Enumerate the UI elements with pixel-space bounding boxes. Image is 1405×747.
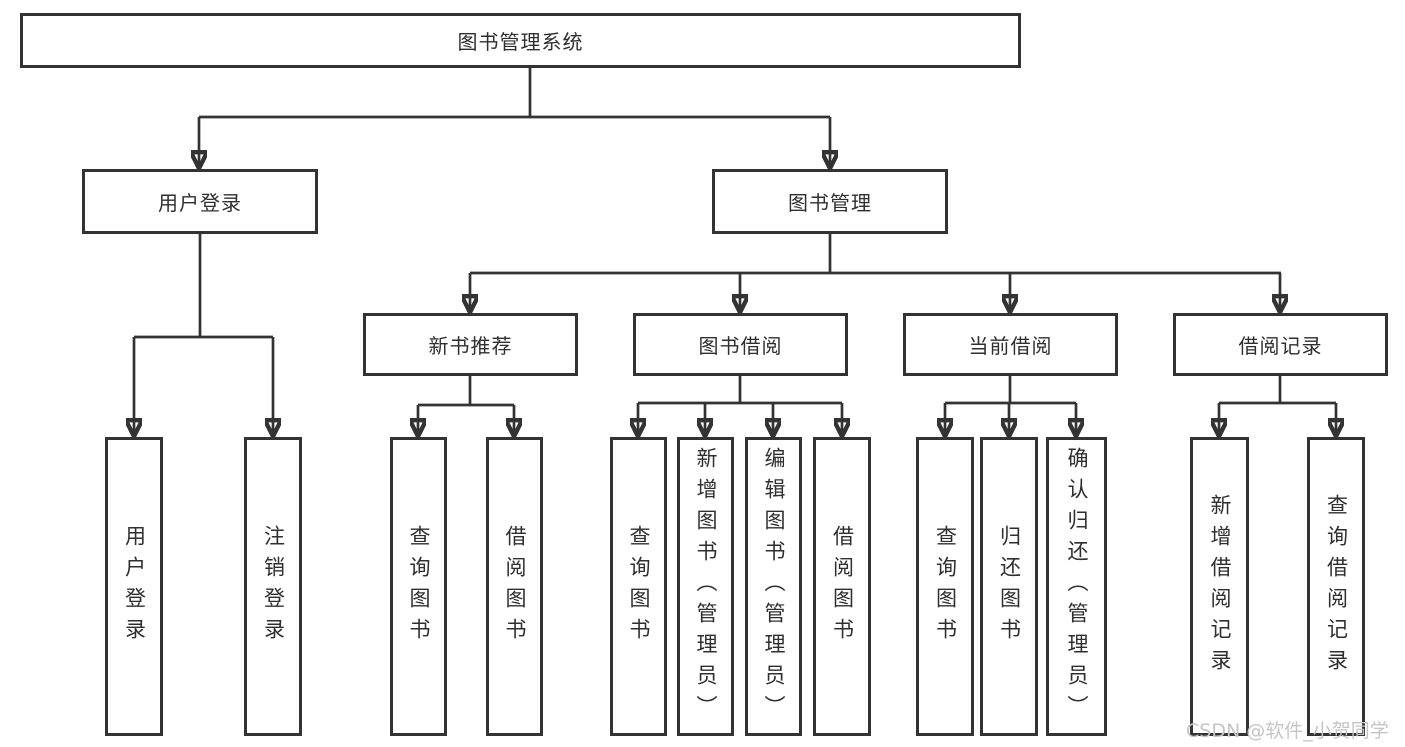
leaf-nbr-borrow-books-label: 借阅图书: [503, 524, 527, 649]
leaf-bb-add-books-admin: 新增图书（管理员）: [677, 437, 734, 736]
node-new-book-recommendation: 新书推荐: [363, 313, 578, 376]
leaf-nbr-query-books-label: 查询图书: [407, 524, 431, 649]
node-user-login-label: 用户登录: [158, 191, 242, 215]
leaf-bb-edit-books-admin: 编辑图书（管理员）: [745, 437, 802, 736]
leaf-br-add-borrow-record: 新增借阅记录: [1190, 437, 1249, 736]
leaf-cb-confirm-return-admin: 确认归还（管理员）: [1046, 437, 1107, 736]
leaf-nbr-query-books: 查询图书: [390, 437, 447, 736]
connector-spines: [134, 68, 1336, 407]
leaf-cb-confirm-return-admin-label: 确认归还（管理员）: [1065, 447, 1089, 726]
csdn-watermark: CSDN @软件_小贺同学: [1186, 720, 1389, 742]
leaf-bb-query-books: 查询图书: [610, 437, 667, 736]
leaf-nbr-borrow-books: 借阅图书: [486, 437, 543, 736]
leaf-user-login: 用户登录: [105, 437, 163, 736]
leaf-cb-query-books-label: 查询图书: [933, 524, 958, 649]
leaf-bb-add-books-admin-label: 新增图书（管理员）: [694, 447, 718, 726]
node-library-system-label: 图书管理系统: [457, 30, 584, 54]
leaf-logout-label: 注销登录: [261, 524, 286, 649]
leaf-bb-borrow-books-label: 借阅图书: [830, 524, 855, 649]
leaf-bb-query-books-label: 查询图书: [627, 524, 651, 649]
node-book-borrowing-label: 图书借阅: [698, 334, 783, 358]
leaf-cb-return-books: 归还图书: [980, 437, 1038, 736]
leaf-cb-return-books-label: 归还图书: [997, 524, 1022, 649]
leaf-br-query-borrow-record: 查询借阅记录: [1307, 437, 1365, 736]
leaf-br-add-borrow-record-label: 新增借阅记录: [1208, 493, 1232, 680]
node-new-book-recommendation-label: 新书推荐: [428, 334, 513, 358]
leaf-br-query-borrow-record-label: 查询借阅记录: [1324, 493, 1349, 680]
leaf-bb-edit-books-admin-label: 编辑图书（管理员）: [762, 447, 786, 726]
node-borrowing-records: 借阅记录: [1173, 313, 1388, 376]
node-current-borrowing: 当前借阅: [903, 313, 1118, 376]
node-library-system: 图书管理系统: [20, 13, 1021, 68]
leaf-bb-borrow-books: 借阅图书: [813, 437, 871, 736]
leaf-logout: 注销登录: [244, 437, 302, 736]
node-user-login: 用户登录: [82, 169, 318, 234]
node-book-management-label: 图书管理: [788, 191, 872, 215]
node-current-borrowing-label: 当前借阅: [968, 334, 1053, 358]
leaf-cb-query-books: 查询图书: [916, 437, 974, 736]
node-book-management: 图书管理: [712, 169, 948, 234]
leaf-user-login-label: 用户登录: [122, 524, 147, 649]
node-book-borrowing: 图书借阅: [633, 313, 848, 376]
node-borrowing-records-label: 借阅记录: [1238, 334, 1323, 358]
